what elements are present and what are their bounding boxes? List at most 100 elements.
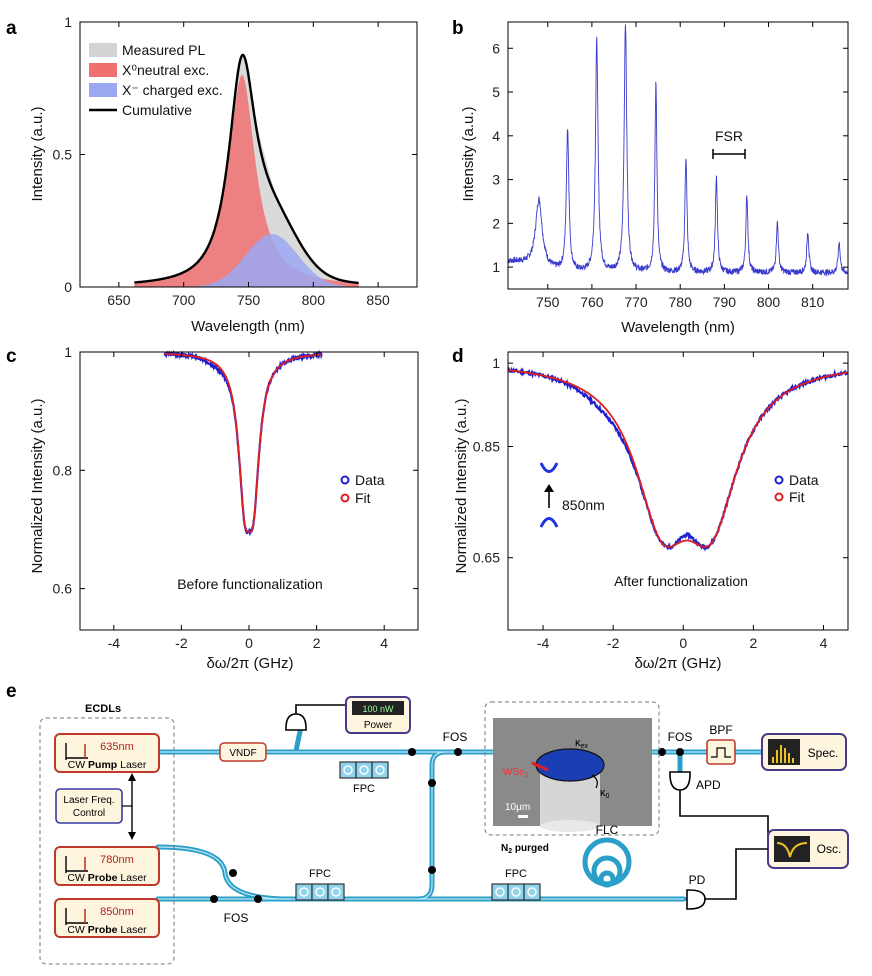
legend-marker-fit-d — [774, 492, 784, 502]
fpc-1-label: FPC — [353, 783, 375, 795]
panel-c-ytick-label: 0.6 — [53, 581, 73, 597]
power-label: Power — [364, 720, 393, 731]
panel-label-a: a — [6, 18, 17, 39]
flc-label: FLC — [596, 823, 619, 837]
panel-d-xtick-label: 0 — [679, 635, 687, 651]
panel-a-ytick-label: 0 — [64, 279, 72, 295]
panel-label-e: e — [6, 681, 17, 702]
legend-swatch-measured — [89, 43, 117, 57]
legend-cumulative: Cumulative — [122, 102, 192, 118]
panel-a-ytick-label: 0.5 — [53, 147, 73, 163]
panel-a-xtick-label: 750 — [237, 292, 261, 308]
panel-b-xtick-label: 800 — [757, 294, 781, 310]
panel-d-xlabel: δω/2π (GHz) — [634, 655, 721, 672]
laser-pump-635[interactable]: 635nm CW Pump Laser — [54, 733, 160, 773]
panel-c-ytick-label: 1 — [64, 344, 72, 360]
spectrometer[interactable]: Spec. — [761, 733, 847, 771]
sem-image: WSe2 κex κ0 10μm — [493, 718, 652, 832]
panel-d-ytick-label: 0.65 — [473, 550, 500, 566]
microdisk-icon — [536, 749, 604, 781]
legend-neutral: X⁰neutral exc. — [122, 62, 209, 78]
legend-fit-c: Fit — [355, 490, 371, 506]
fpc-2-label: FPC — [309, 868, 331, 880]
kappa-0-label: κ0 — [600, 787, 610, 800]
ecdls-title: ECDLs — [85, 703, 121, 715]
laser2-wavelength: 780nm — [100, 854, 134, 866]
legend-marker-data — [340, 475, 350, 485]
laser-probe-780[interactable]: 780nm CW Probe Laser — [54, 846, 160, 886]
fos-1-label: FOS — [443, 730, 468, 744]
lfc-line2: Control — [73, 808, 105, 819]
legend-charged: X⁻ charged exc. — [122, 82, 223, 98]
scale-bar-label: 10μm — [505, 802, 530, 813]
fpc-1[interactable]: FPC — [339, 761, 389, 795]
panel-d-frame — [507, 351, 849, 631]
power-detector — [285, 704, 346, 731]
panel-c-xtick-label: -2 — [175, 635, 188, 651]
panel-b-ytick-label: 6 — [492, 40, 500, 56]
panel-d-xtick-label: -2 — [607, 635, 620, 651]
junction-dots — [210, 748, 684, 903]
panel-b-ytick-label: 2 — [492, 215, 500, 231]
legend-swatch-neutral — [89, 63, 117, 77]
panel-d-legend: Data Fit — [774, 472, 819, 505]
panel-b-ytick-label: 1 — [492, 259, 500, 275]
n2-purged-label: N2 purged — [501, 843, 549, 855]
panel-d-ylabel: Normalized Intensity (a.u.) — [453, 398, 470, 573]
legend-marker-data-d — [774, 475, 784, 485]
panel-a-ytick-label: 1 — [64, 14, 72, 30]
kappa-ex-label: κex — [575, 737, 588, 750]
pd: PD — [686, 848, 768, 910]
legend-measured: Measured PL — [122, 42, 205, 58]
panel-b-xlabel: Wavelength (nm) — [621, 319, 735, 336]
data-line — [507, 366, 849, 552]
laser3-name: CW Probe Laser — [67, 924, 147, 936]
legend-fit-d: Fit — [789, 489, 805, 505]
inset-850nm: 850nm — [562, 497, 605, 513]
panel-c-ylabel: Normalized Intensity (a.u.) — [29, 398, 46, 573]
power-reading: 100 nW — [362, 704, 394, 714]
panel-c-xtick-label: -4 — [108, 635, 121, 651]
fpc-3[interactable]: FPC — [491, 868, 541, 901]
panel-b-xtick-label: 760 — [580, 294, 604, 310]
spec-label: Spec. — [808, 746, 839, 760]
panel-a-xlabel: Wavelength (nm) — [191, 318, 305, 335]
panel-c-annotation: Before functionalization — [177, 576, 323, 592]
fos-3-label: FOS — [224, 911, 249, 925]
ecdls-group — [39, 717, 175, 965]
panel-c-xtick-label: 0 — [245, 635, 253, 651]
charged-exciton-area — [134, 234, 359, 287]
laser2-name: CW Probe Laser — [67, 872, 147, 884]
bpf-label: BPF — [709, 723, 732, 737]
oscilloscope[interactable]: Osc. — [767, 829, 849, 869]
panel-label-d: d — [452, 346, 464, 367]
setup-schematic: ECDLs 635nm CW Pump Laser Laser Freq. Co… — [39, 696, 849, 965]
vndf[interactable]: VNDF — [219, 742, 267, 762]
panel-d-xtick-label: 4 — [820, 635, 828, 651]
neutral-exciton-area — [134, 75, 359, 287]
fpc-2[interactable]: FPC — [295, 868, 345, 901]
osc-label: Osc. — [817, 842, 842, 856]
mode-shift-inset: 850nm — [539, 462, 605, 528]
panel-d-xtick-label: 2 — [749, 635, 757, 651]
laser-freq-control[interactable]: Laser Freq. Control — [55, 773, 136, 840]
bpf[interactable]: BPF — [706, 723, 736, 765]
vndf-label: VNDF — [229, 748, 256, 759]
panel-label-c: c — [6, 346, 17, 367]
legend-marker-fit — [340, 493, 350, 503]
pd-label: PD — [689, 873, 706, 887]
laser-probe-850[interactable]: 850nm CW Probe Laser — [54, 898, 160, 938]
panel-b-xtick-label: 750 — [536, 294, 560, 310]
fos-2-label: FOS — [668, 730, 693, 744]
fsr-annotation: FSR — [712, 128, 746, 159]
power-meter[interactable]: 100 nW Power — [345, 696, 411, 734]
lfc-line1: Laser Freq. — [63, 795, 114, 806]
panel-a-xtick-label: 800 — [302, 292, 326, 308]
apd: APD — [669, 771, 769, 840]
panel-b-xtick-label: 790 — [713, 294, 737, 310]
panel-b-xtick-label: 810 — [801, 294, 825, 310]
